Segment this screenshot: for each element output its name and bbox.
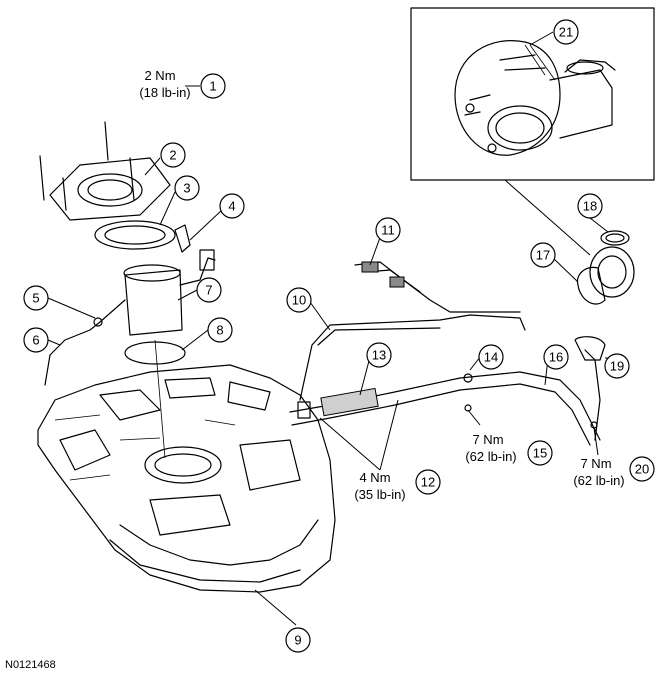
torque-15-imperial: (62 lb-in) <box>465 449 516 464</box>
fuel-pump-components <box>39 121 216 459</box>
svg-text:21: 21 <box>559 25 573 40</box>
callout-17: 17 <box>530 242 556 268</box>
torque-1-imperial: (18 lb-in) <box>139 85 190 100</box>
callout-6: 6 <box>23 327 49 353</box>
svg-text:16: 16 <box>549 350 563 365</box>
filler-housing <box>589 246 635 298</box>
callout-2: 2 <box>160 142 186 168</box>
svg-text:6: 6 <box>32 333 39 348</box>
torque-12-nm: 4 Nm <box>359 470 390 485</box>
svg-text:3: 3 <box>183 181 190 196</box>
vapor-line <box>299 314 526 401</box>
detail-inset <box>410 7 655 181</box>
callout-7: 7 <box>196 277 222 303</box>
torque-1-nm: 2 Nm <box>144 68 175 83</box>
figure-id: N0121468 <box>5 659 56 671</box>
callout-13: 13 <box>366 342 392 368</box>
svg-text:9: 9 <box>294 633 301 648</box>
fuel-lines-and-filler <box>289 261 606 446</box>
callout-1: 1 <box>200 73 226 99</box>
svg-text:5: 5 <box>32 291 39 306</box>
callout-20: 20 <box>629 456 655 482</box>
detail-inset-frame <box>410 7 655 181</box>
callout-4: 4 <box>219 193 245 219</box>
callout-10: 10 <box>286 287 312 313</box>
callout-11: 11 <box>375 217 401 243</box>
pump-module <box>124 269 183 336</box>
svg-text:13: 13 <box>372 348 386 363</box>
svg-text:15: 15 <box>533 446 547 461</box>
svg-text:4: 4 <box>228 199 235 214</box>
callout-18: 18 <box>577 193 603 219</box>
svg-text:19: 19 <box>610 359 624 374</box>
callout-14: 14 <box>478 344 504 370</box>
fuel-supply-line <box>44 321 101 386</box>
fuel-tank <box>37 364 336 593</box>
torque-15-nm: 7 Nm <box>472 432 503 447</box>
svg-text:11: 11 <box>381 223 395 238</box>
torque-20-nm: 7 Nm <box>580 456 611 471</box>
callout-16: 16 <box>543 344 569 370</box>
torque-20-imperial: (62 lb-in) <box>573 473 624 488</box>
filler-gasket <box>600 230 630 246</box>
svg-text:2: 2 <box>169 148 176 163</box>
svg-text:18: 18 <box>583 199 597 214</box>
svg-text:10: 10 <box>292 293 306 308</box>
torque-12-imperial: (35 lb-in) <box>354 487 405 502</box>
lock-ring <box>94 220 176 250</box>
callout-21: 21 <box>553 19 579 45</box>
callouts: 1 2 3 4 5 6 7 8 9 10 11 12 13 14 15 16 1… <box>23 19 655 653</box>
pump-cover <box>49 157 171 221</box>
callout-15: 15 <box>527 440 553 466</box>
callout-8: 8 <box>207 317 233 343</box>
svg-text:14: 14 <box>484 350 498 365</box>
svg-text:20: 20 <box>635 462 649 477</box>
svg-text:12: 12 <box>421 475 435 490</box>
callout-5: 5 <box>23 285 49 311</box>
filler-door <box>576 230 635 305</box>
callout-19: 19 <box>604 353 630 379</box>
svg-text:8: 8 <box>216 323 223 338</box>
callout-3: 3 <box>174 175 200 201</box>
svg-text:7: 7 <box>205 283 212 298</box>
svg-text:1: 1 <box>209 79 216 94</box>
callout-12: 12 <box>415 469 441 495</box>
torque-specs: 2 Nm (18 lb-in) 4 Nm (35 lb-in) 7 Nm (62… <box>139 68 624 502</box>
pump-seal <box>124 341 186 365</box>
filler-housing-detail <box>454 40 616 156</box>
svg-text:17: 17 <box>536 248 550 263</box>
callout-9: 9 <box>285 627 311 653</box>
leader-lines <box>47 31 610 626</box>
